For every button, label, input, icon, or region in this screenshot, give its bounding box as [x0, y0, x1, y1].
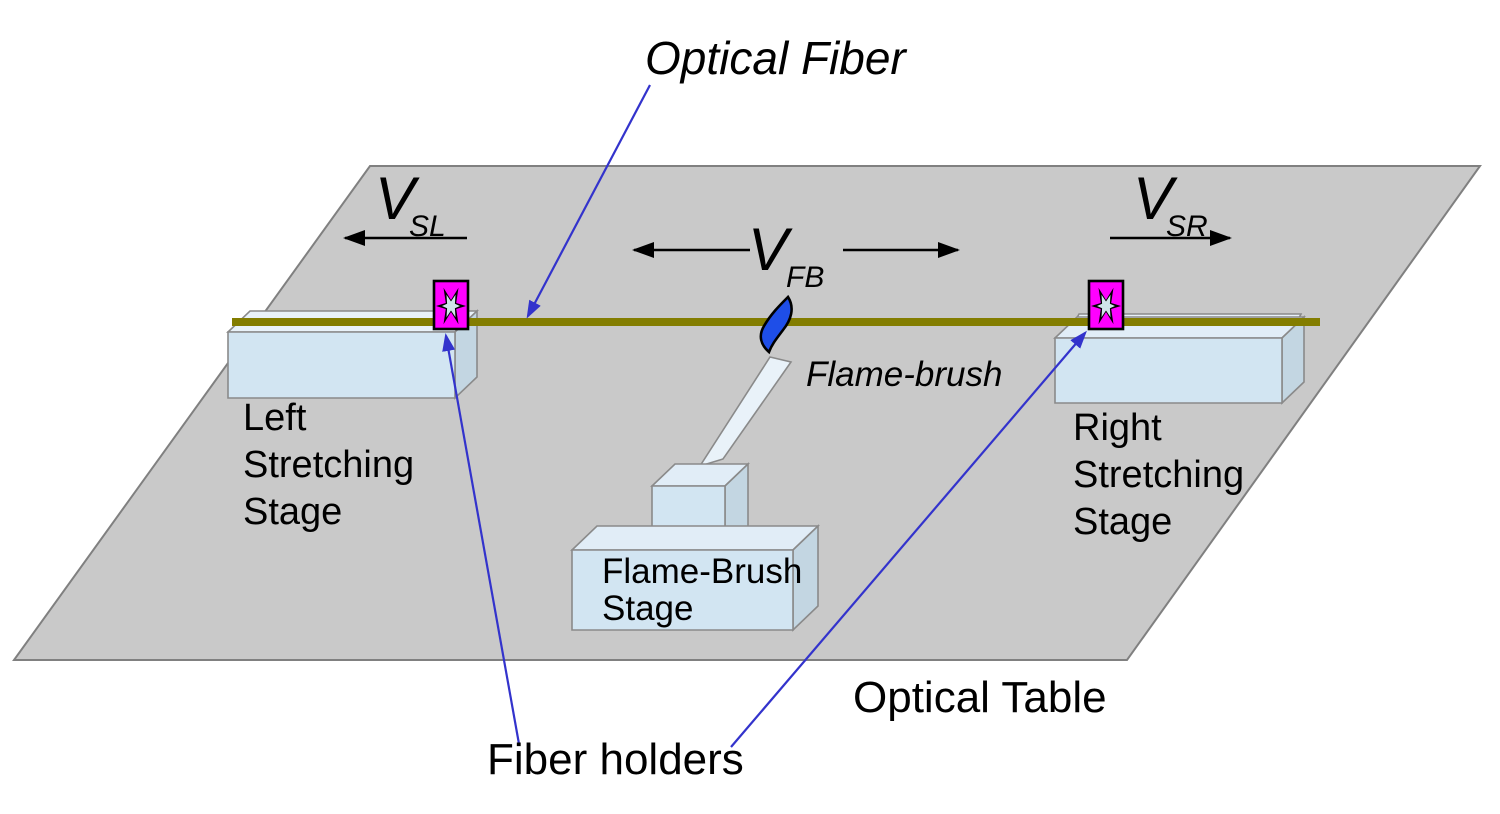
right-stage-label-line3: Stage	[1073, 501, 1172, 543]
right-stage-label-line2: Stretching	[1073, 454, 1244, 496]
torch-nozzle	[698, 356, 793, 468]
vfb-symbol: V	[748, 216, 793, 283]
left-fiber-holder	[432, 279, 470, 331]
flame-brush-stage-top-face	[570, 525, 820, 551]
flame-icon	[759, 294, 793, 355]
flame-brush-stage-front-face	[571, 549, 794, 631]
left-stage-label-line1: Left	[243, 397, 307, 439]
flame-brush-stage-label-line2: Stage	[602, 589, 693, 628]
fiber-holder-right-pointer-arrow	[730, 330, 1087, 748]
flame-brush-stage-label-line1: Flame-Brush	[602, 552, 802, 591]
flame-brush-stage	[570, 356, 820, 632]
vsr-symbol: V	[1133, 165, 1178, 232]
fiber-holders-label: Fiber holders	[487, 735, 744, 784]
right-stage-label-line1: Right	[1073, 407, 1162, 449]
vsl-subscript: SL	[409, 210, 446, 243]
vsl-symbol: V	[375, 165, 420, 232]
vsr-subscript: SR	[1166, 210, 1208, 243]
left-stage-label-line3: Stage	[243, 491, 342, 533]
optical-fiber-title: Optical Fiber	[645, 32, 907, 84]
flame-brush-label: Flame-brush	[806, 355, 1002, 394]
left-stage-label-line2: Stretching	[243, 444, 414, 486]
right-holder-burst-center-icon	[1097, 294, 1115, 318]
left-stage-front-face	[227, 331, 456, 399]
optical-fiber-pointer-arrow	[526, 84, 651, 319]
right-fiber-holder	[1087, 279, 1125, 331]
fiber-holder-left-pointer-arrow	[442, 333, 521, 745]
vfb-subscript: FB	[786, 261, 824, 294]
right-stage-front-face	[1054, 337, 1283, 404]
left-holder-burst-center-icon	[442, 294, 460, 318]
optical-table-label: Optical Table	[853, 673, 1107, 722]
